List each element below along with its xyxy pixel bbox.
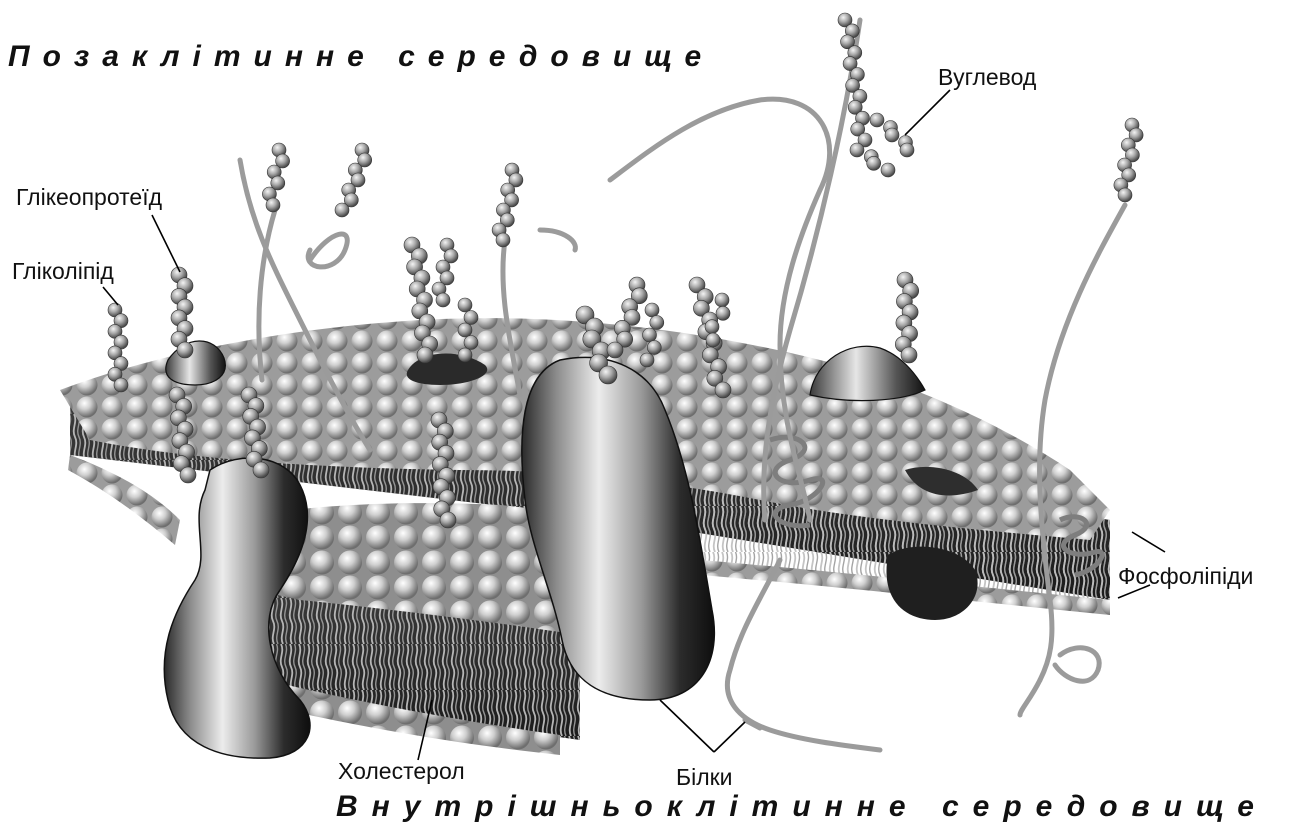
label-glycolipid: Гліколіпід bbox=[12, 258, 114, 285]
leader-carbohydrate bbox=[905, 90, 950, 135]
carbohydrate-bead bbox=[900, 143, 914, 157]
carbohydrate-bead bbox=[870, 113, 884, 127]
extracellular-environment-title: Позаклітинне середовище bbox=[8, 40, 714, 74]
carbohydrate-bead bbox=[496, 233, 510, 247]
carbohydrate-bead bbox=[715, 293, 729, 307]
carbohydrate-bead bbox=[850, 143, 864, 157]
carbohydrate-bead bbox=[458, 348, 472, 362]
carbohydrate-bead bbox=[706, 333, 720, 347]
carbohydrate-bead bbox=[417, 347, 433, 363]
carbohydrate-bead bbox=[464, 311, 478, 325]
carbohydrate-bead bbox=[647, 341, 661, 355]
carbohydrate-bead bbox=[436, 293, 450, 307]
label-proteins: Білки bbox=[676, 764, 733, 791]
carbohydrate-bead bbox=[607, 342, 623, 358]
carbohydrate-bead bbox=[640, 353, 654, 367]
carbohydrate-bead bbox=[645, 303, 659, 317]
carbohydrate-bead bbox=[114, 378, 128, 392]
carbohydrate-bead bbox=[901, 347, 917, 363]
carbohydrate-bead bbox=[643, 328, 657, 342]
leader-glycoprotein bbox=[152, 215, 180, 272]
label-glycoprotein: Глікеопротеїд bbox=[16, 184, 162, 211]
carbohydrate-bead bbox=[458, 323, 472, 337]
carbohydrate-bead bbox=[458, 298, 472, 312]
carbohydrate-bead bbox=[464, 336, 478, 350]
carbohydrate-bead bbox=[253, 462, 269, 478]
intracellular-environment-title: Внутрішньоклітинне середовище bbox=[336, 790, 1268, 824]
label-cholesterol: Холестерол bbox=[338, 758, 465, 785]
carbohydrate-bead bbox=[867, 156, 881, 170]
carbohydrate-bead bbox=[705, 320, 719, 334]
carbohydrate-bead bbox=[650, 316, 664, 330]
carbohydrate-bead bbox=[177, 342, 193, 358]
carbohydrate-bead bbox=[885, 128, 899, 142]
carbohydrate-bead bbox=[599, 366, 617, 384]
carbohydrate-bead bbox=[1118, 188, 1132, 202]
carbohydrate-bead bbox=[881, 163, 895, 177]
leader-proteins-1 bbox=[660, 700, 714, 752]
carbohydrate-bead bbox=[180, 467, 196, 483]
label-phospholipids: Фосфоліпіди bbox=[1118, 563, 1253, 590]
label-carbohydrate: Вуглевод bbox=[938, 64, 1036, 91]
leader-phospholipids-1 bbox=[1132, 532, 1165, 552]
carbohydrate-bead bbox=[266, 198, 280, 212]
leader-glycolipid bbox=[103, 287, 118, 305]
leader-proteins-2 bbox=[714, 722, 745, 752]
carbohydrate-bead bbox=[715, 382, 731, 398]
carbohydrate-bead bbox=[440, 512, 456, 528]
carbohydrate-bead bbox=[716, 306, 730, 320]
carbohydrate-bead bbox=[335, 203, 349, 217]
